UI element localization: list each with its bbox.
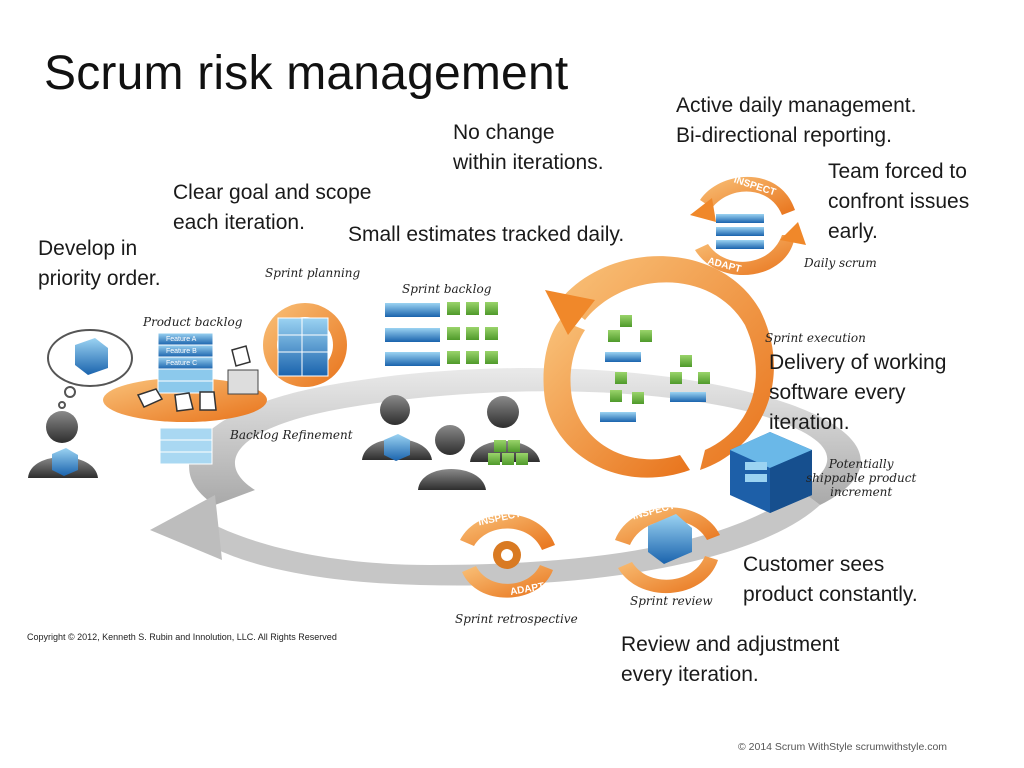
annotation-line: confront issues	[828, 190, 970, 213]
product-owner-figure	[28, 329, 133, 478]
sprint-backlog-grid	[385, 302, 498, 366]
sprint-planning-graphic	[263, 303, 347, 387]
product-backlog-stack	[157, 332, 214, 465]
annotation-delivery: Delivery of working software every itera…	[769, 348, 946, 438]
feature-item: Feature A	[166, 336, 197, 343]
cards-icon	[227, 369, 259, 395]
label-line: shippable product	[806, 471, 917, 485]
feature-item: Feature B	[166, 348, 197, 355]
annotation-line: within iterations.	[453, 151, 604, 174]
label-line: Potentially	[828, 457, 894, 471]
annotation-line: Review and adjustment	[621, 633, 840, 656]
label-daily-scrum: Daily scrum	[804, 256, 877, 270]
annotation-line: Develop in	[38, 237, 138, 260]
feature-item: Feature C	[166, 360, 198, 367]
label-shippable-increment: Potentially shippable product increment	[806, 457, 916, 499]
annotation-line: Bi-directional reporting.	[676, 124, 892, 147]
feature-list: Feature A Feature B Feature C	[166, 334, 197, 370]
label-product-backlog: Product backlog	[143, 315, 243, 329]
annotation-line: every iteration.	[621, 663, 759, 686]
scrum-team-figures	[362, 395, 540, 490]
sprint-execution-cycle	[543, 256, 774, 478]
annotation-line: each iteration.	[173, 211, 305, 234]
annotation-line: Active daily management.	[676, 94, 917, 117]
label-line: increment	[830, 485, 893, 499]
sprint-review-cycle	[615, 507, 720, 594]
annotation-small-estimates: Small estimates tracked daily.	[348, 223, 625, 246]
annotation-line: Team forced to	[828, 160, 967, 183]
annotation-no-change: No change within iterations.	[453, 118, 604, 178]
annotation-line: priority order.	[38, 267, 161, 290]
annotation-review-adjust: Review and adjustment every iteration.	[621, 630, 839, 690]
annotation-active-daily: Active daily management. Bi-directional …	[676, 91, 916, 151]
label-sprint-planning: Sprint planning	[265, 266, 361, 280]
annotation-line: Delivery of working	[769, 351, 947, 374]
annotation-line: early.	[828, 220, 878, 243]
annotation-line: Clear goal and scope	[173, 181, 372, 204]
annotation-line: software every	[769, 381, 906, 404]
annotation-line: Customer sees	[743, 553, 885, 576]
label-sprint-backlog: Sprint backlog	[402, 282, 492, 296]
footer-credit: © 2014 Scrum WithStyle scrumwithstyle.co…	[738, 741, 948, 753]
label-sprint-execution: Sprint execution	[765, 331, 866, 345]
label-sprint-retrospective: Sprint retrospective	[455, 612, 578, 626]
label-sprint-review: Sprint review	[630, 594, 713, 608]
hands-illustration	[136, 345, 251, 412]
annotation-team-forced: Team forced to confront issues early.	[828, 157, 969, 247]
daily-scrum-cycle	[690, 176, 806, 276]
annotation-customer-sees: Customer sees product constantly.	[743, 550, 918, 610]
sprint-retrospective-cycle	[460, 514, 555, 598]
label-backlog-refinement: Backlog Refinement	[230, 428, 353, 442]
annotation-line: iteration.	[769, 411, 850, 434]
annotation-line: No change	[453, 121, 555, 144]
copyright-text: Copyright © 2012, Kenneth S. Rubin and I…	[27, 632, 337, 642]
annotation-develop-priority: Develop in priority order.	[38, 234, 161, 294]
shippable-increment-cube	[730, 432, 812, 513]
page-title: Scrum risk management	[44, 47, 569, 100]
annotation-clear-goal: Clear goal and scope each iteration.	[173, 178, 371, 238]
annotation-line: product constantly.	[743, 583, 918, 606]
